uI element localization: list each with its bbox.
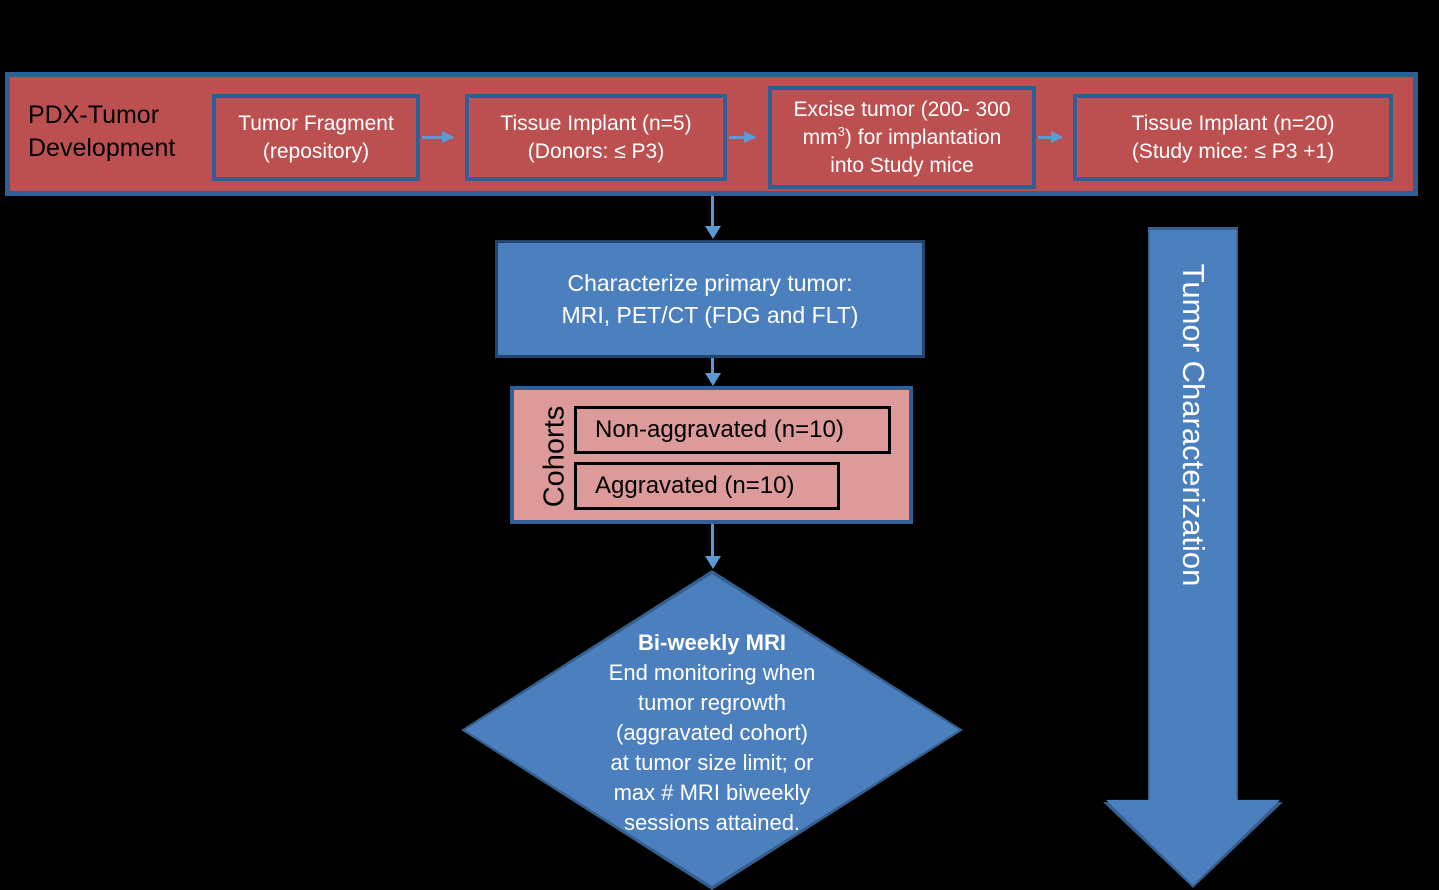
cohorts-box: Cohorts Non-aggravated (n=10) Aggravated…: [510, 386, 913, 524]
down-arrow-connector-cohorts-to-decision: [704, 524, 721, 569]
decision-line-5: max # MRI biweekly: [613, 780, 811, 805]
down-arrow-icon: Tumor Characterization: [1103, 227, 1283, 888]
cohort-item-label: Aggravated (n=10): [595, 472, 795, 499]
cohort-item-aggravated[interactable]: Aggravated (n=10): [574, 462, 840, 510]
decision-line-4: at tumor size limit; or: [610, 750, 814, 775]
banner-box-tissue-implant-donors[interactable]: Tissue Implant (n=5) (Donors: ≤ P3): [465, 94, 727, 181]
tumor-characterization-label: Tumor Characterization: [1176, 263, 1211, 587]
right-arrow-icon: [729, 131, 756, 143]
banner-box-tissue-implant-study-mice[interactable]: Tissue Implant (n=20) (Study mice: ≤ P3 …: [1073, 94, 1393, 181]
decision-heading: Bi-weekly MRI: [638, 630, 786, 655]
banner-box-text: Tissue Implant (n=5) (Donors: ≤ P3): [500, 111, 692, 163]
decision-line-1: End monitoring when: [608, 660, 816, 685]
superscript-exponent: 3: [837, 123, 845, 139]
banner-box-tumor-fragment[interactable]: Tumor Fragment (repository): [212, 94, 420, 181]
cohorts-label: Cohorts: [538, 405, 571, 508]
decision-line-6: sessions attained.: [623, 810, 801, 835]
decision-diamond[interactable]: Bi-weekly MRI End monitoring when tumor …: [461, 570, 963, 890]
decision-line-2: tumor regrowth: [638, 690, 786, 715]
banner-box-text: Tissue Implant (n=20) (Study mice: ≤ P3 …: [1131, 111, 1335, 163]
decision-line-3: (aggravated cohort): [616, 720, 808, 745]
cohort-item-non-aggravated[interactable]: Non-aggravated (n=10): [574, 406, 891, 454]
banner-box-excise-tumor[interactable]: Excise tumor (200- 300 mm3) for implanta…: [768, 86, 1036, 189]
decision-text: Bi-weekly MRI End monitoring when tumor …: [461, 628, 963, 838]
down-arrow-connector-banner-to-characterize: [704, 196, 721, 239]
characterize-primary-tumor-box[interactable]: Characterize primary tumor: MRI, PET/CT …: [495, 240, 925, 358]
right-arrow-icon: [422, 131, 454, 143]
cohort-item-label: Non-aggravated (n=10): [595, 416, 844, 443]
down-arrow-connector-characterize-to-cohorts: [704, 358, 721, 386]
right-arrow-icon: [1038, 131, 1063, 143]
banner-box-text: Tumor Fragment (repository): [238, 111, 394, 163]
banner-title: PDX-Tumor Development: [28, 101, 176, 162]
banner-box-text: Excise tumor (200- 300 mm3) for implanta…: [793, 97, 1011, 177]
characterize-text: Characterize primary tumor: MRI, PET/CT …: [561, 270, 859, 328]
